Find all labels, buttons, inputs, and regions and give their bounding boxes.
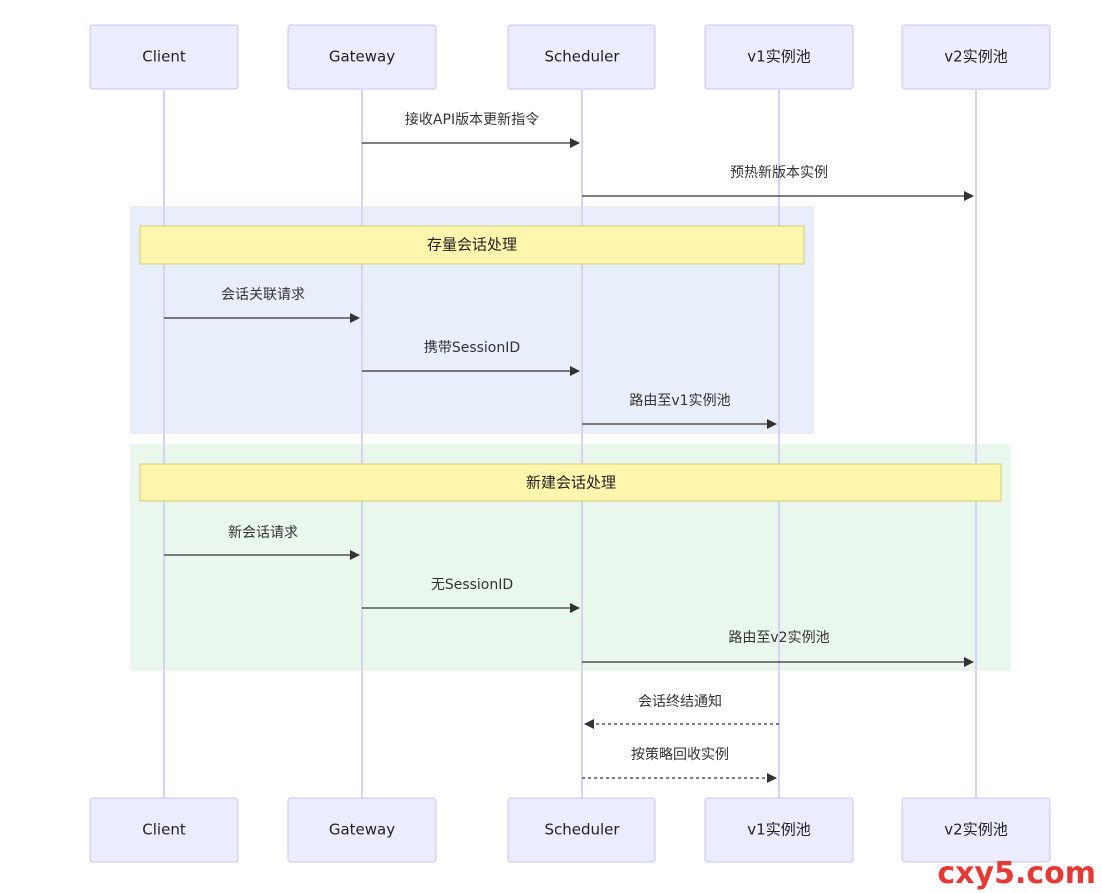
actor-client-top: Client <box>89 24 239 90</box>
actor-box <box>704 797 854 863</box>
actor-client-bottom: Client <box>89 797 239 863</box>
actor-box <box>287 797 437 863</box>
actor-box <box>507 24 656 90</box>
actor-gateway-bottom: Gateway <box>287 797 437 863</box>
actor-v2-bottom: v2实例池 <box>901 797 1051 863</box>
actor-label: Gateway <box>329 821 395 839</box>
note-existing-session: 存量会话处理 <box>139 225 805 265</box>
lifelines <box>163 90 977 798</box>
actor-label: Gateway <box>329 48 395 66</box>
actor-label: v1实例池 <box>747 48 810 66</box>
message-label: 按策略回收实例 <box>631 746 729 763</box>
message-label: 路由至v1实例池 <box>629 393 730 409</box>
actor-box <box>704 24 854 90</box>
note-new-session-label: 新建会话处理 <box>526 474 616 492</box>
actor-v2-top: v2实例池 <box>901 24 1051 90</box>
messages: 接收API版本更新指令 预热新版本实例 会话关联请求 携带SessionID 路… <box>164 111 974 783</box>
message-label: 路由至v2实例池 <box>728 630 829 646</box>
note-existing-session-label: 存量会话处理 <box>427 236 517 254</box>
actor-label: v2实例池 <box>944 821 1007 839</box>
message-prewarm: 预热新版本实例 <box>582 165 974 201</box>
actors-top: Client Gateway Scheduler v1实例池 v2实例池 <box>89 24 1051 90</box>
message-receive-update: 接收API版本更新指令 <box>362 111 580 148</box>
message-reclaim-instances: 按策略回收实例 <box>582 746 777 783</box>
message-new-session-request: 新会话请求 <box>164 525 360 560</box>
actor-box <box>901 797 1051 863</box>
actor-label: Scheduler <box>544 821 620 839</box>
message-label: 无SessionID <box>431 577 513 593</box>
message-label: 新会话请求 <box>228 525 298 541</box>
actor-box <box>901 24 1051 90</box>
message-label: 会话关联请求 <box>221 287 305 303</box>
message-route-v1: 路由至v1实例池 <box>582 393 777 429</box>
message-label: 接收API版本更新指令 <box>405 111 539 128</box>
actor-label: Client <box>142 821 186 839</box>
actor-label: Scheduler <box>544 48 620 66</box>
actor-scheduler-bottom: Scheduler <box>507 797 656 863</box>
actor-box <box>89 797 239 863</box>
message-label: 携带SessionID <box>424 340 520 356</box>
actor-box <box>89 24 239 90</box>
message-session-request: 会话关联请求 <box>164 287 360 323</box>
actor-label: Client <box>142 48 186 66</box>
message-label: 预热新版本实例 <box>730 165 828 181</box>
message-session-end-notice: 会话终结通知 <box>584 693 779 729</box>
actor-v1-top: v1实例池 <box>704 24 854 90</box>
message-with-session-id: 携带SessionID <box>362 340 580 376</box>
message-no-session-id: 无SessionID <box>362 577 580 613</box>
actor-v1-bottom: v1实例池 <box>704 797 854 863</box>
actor-box <box>287 24 437 90</box>
message-label: 会话终结通知 <box>638 693 722 710</box>
actors-bottom: Client Gateway Scheduler v1实例池 v2实例池 <box>89 797 1051 863</box>
actor-label: v2实例池 <box>944 48 1007 66</box>
actor-box <box>507 797 656 863</box>
actor-scheduler-top: Scheduler <box>507 24 656 90</box>
actor-gateway-top: Gateway <box>287 24 437 90</box>
watermark-text: cxy5.com <box>937 856 1096 891</box>
actor-label: v1实例池 <box>747 821 810 839</box>
message-route-v2: 路由至v2实例池 <box>582 630 974 667</box>
note-existing-session-box <box>139 225 805 265</box>
note-new-session: 新建会话处理 <box>139 463 1002 502</box>
note-new-session-box <box>139 463 1002 502</box>
